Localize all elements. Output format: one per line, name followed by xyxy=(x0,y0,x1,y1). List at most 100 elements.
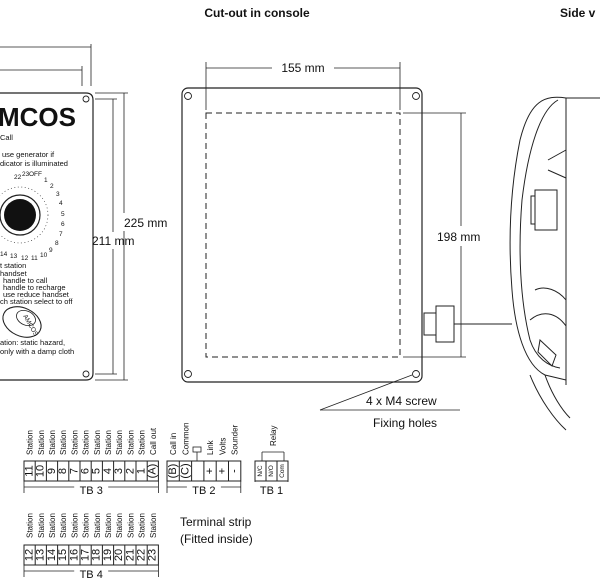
generator-handle: AMCOS xyxy=(2,306,42,339)
svg-text:4: 4 xyxy=(59,200,63,207)
cutout-drawing: 155 mm 198 mm 4 x M4 screw Fixing holes xyxy=(181,61,480,430)
svg-text:ation: static hazard,: ation: static hazard, xyxy=(0,338,65,347)
svg-text:22: 22 xyxy=(14,174,22,181)
terminal-number: 18 xyxy=(91,549,103,561)
svg-text:only with a damp cloth: only with a damp cloth xyxy=(0,347,74,356)
dim-211: 211 mm xyxy=(92,234,134,248)
terminal-function-label: Station xyxy=(82,430,91,455)
terminal-function-label: Station xyxy=(59,513,68,538)
terminal-function-label: Station xyxy=(37,430,46,455)
screw-note: 4 x M4 screw xyxy=(366,394,437,408)
terminal-function-label: Volts xyxy=(218,438,227,455)
terminal-number: 13 xyxy=(35,549,47,561)
knob-brand: AMCOS xyxy=(21,314,39,339)
svg-text:11: 11 xyxy=(31,255,38,262)
screw-icon xyxy=(184,370,192,378)
terminal-number: 17 xyxy=(80,549,92,561)
terminal-number: 3 xyxy=(113,468,125,474)
terminal-function-label: Station xyxy=(126,513,135,538)
terminal-number: N/C xyxy=(257,465,264,477)
screw-icon xyxy=(82,370,90,378)
svg-text:12: 12 xyxy=(21,255,29,262)
terminal-function-label: Station xyxy=(48,513,57,538)
terminal-number: 14 xyxy=(46,549,58,561)
station-selector-dial: 22 23 OFF 1 2 3 4 5 6 7 8 9 10 11 12 13 … xyxy=(0,171,65,262)
terminal-number: 11 xyxy=(24,465,36,476)
terminal-number: 4 xyxy=(102,468,114,474)
svg-text:dicator is illuminated: dicator is illuminated xyxy=(0,159,68,168)
terminal-function-label: Station xyxy=(70,430,79,455)
svg-text:t station: t station xyxy=(0,261,26,270)
terminal-block-label: TB 4 xyxy=(80,569,103,578)
terminal-block-label: TB 2 xyxy=(192,485,215,497)
svg-text:OFF: OFF xyxy=(29,171,42,178)
svg-text:3: 3 xyxy=(56,191,60,198)
terminal-function-label: Link xyxy=(206,439,215,455)
terminal-number: 16 xyxy=(68,549,80,561)
terminal-function-label: Station xyxy=(93,430,102,455)
terminal-function-label: Station xyxy=(82,513,91,538)
terminal-number: + xyxy=(204,468,216,474)
terminal-function-label: Station xyxy=(59,430,68,455)
panel-height-dimensions: 225 mm 211 mm xyxy=(92,92,167,381)
dim-225: 225 mm xyxy=(124,216,167,230)
terminal-function-label: Station xyxy=(104,513,113,538)
svg-text:9: 9 xyxy=(49,247,53,254)
terminal-number: 9 xyxy=(46,468,58,474)
terminal-number: + xyxy=(216,468,228,474)
terminal-block-label: TB 1 xyxy=(260,485,283,497)
terminal-number: - xyxy=(229,469,241,473)
svg-text:ch station select to off: ch station select to off xyxy=(0,297,73,306)
screw-icon xyxy=(412,92,420,100)
cutout-heading: Cut-out in console xyxy=(204,6,310,20)
terminal-number: (C) xyxy=(179,463,191,478)
svg-text:6: 6 xyxy=(61,221,65,228)
svg-text:1: 1 xyxy=(44,177,48,184)
terminal-function-label: Station xyxy=(138,513,147,538)
front-panel: MCOS Call use generator if dicator is il… xyxy=(0,44,94,381)
svg-text:5: 5 xyxy=(61,211,65,218)
terminal-number: 7 xyxy=(68,468,80,474)
terminal-number: 19 xyxy=(102,549,114,561)
svg-text:14: 14 xyxy=(0,251,8,258)
terminal-number: (B) xyxy=(167,464,179,479)
svg-text:handle to call: handle to call xyxy=(3,276,48,285)
svg-text:13: 13 xyxy=(10,253,18,260)
terminal-number: 1 xyxy=(136,468,148,474)
terminal-function-label: Station xyxy=(104,430,113,455)
brand-logo: MCOS xyxy=(0,102,76,132)
terminal-number: 21 xyxy=(124,549,136,561)
fixing-holes-note: Fixing holes xyxy=(373,416,437,430)
svg-text:23: 23 xyxy=(22,171,30,178)
terminal-number: 15 xyxy=(57,549,69,561)
terminal-number: (A) xyxy=(147,464,159,479)
terminal-number: 10 xyxy=(35,465,47,477)
terminal-number: 12 xyxy=(24,549,36,561)
svg-text:10: 10 xyxy=(40,252,48,259)
terminal-number: 23 xyxy=(147,549,159,561)
terminal-function-label: Station xyxy=(70,513,79,538)
terminal-function-label: Station xyxy=(115,430,124,455)
terminal-number: 2 xyxy=(124,468,136,474)
relay-label: Relay xyxy=(269,426,278,446)
terminal-function-label: Station xyxy=(93,513,102,538)
terminal-function-label: Station xyxy=(115,513,124,538)
terminal-function-label: Station xyxy=(138,430,147,455)
svg-text:2: 2 xyxy=(50,183,54,190)
terminal-function-label: Station xyxy=(149,513,158,538)
screw-icon xyxy=(184,92,192,100)
terminal-function-label: Call in xyxy=(169,433,178,455)
terminal-strip-subnote: (Fitted inside) xyxy=(180,532,253,546)
dim-155: 155 mm xyxy=(281,61,324,75)
terminal-function-label: Station xyxy=(26,430,35,455)
terminal-strip-note: Terminal strip xyxy=(180,515,252,529)
side-view-heading: Side v xyxy=(560,6,596,20)
svg-text:use generator if: use generator if xyxy=(2,150,55,159)
terminal-function-label: Call out xyxy=(149,427,158,455)
dim-198: 198 mm xyxy=(437,230,480,244)
